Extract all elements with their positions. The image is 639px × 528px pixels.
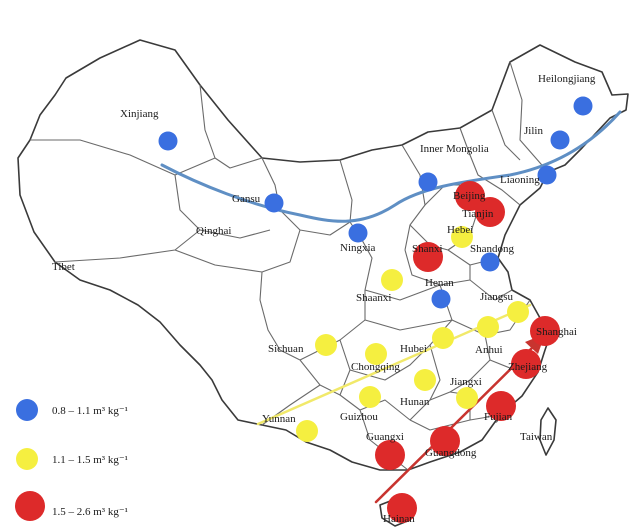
label-zhejiang: Zhejiang [508, 361, 548, 373]
marker-shanxi [413, 242, 443, 272]
label-guangdong: Guangdong [425, 447, 477, 459]
label-henan: Henan [425, 277, 454, 289]
label-hebei: Hebei [447, 224, 473, 236]
label-tibet: Tibet [52, 261, 75, 273]
marker-sichuan [315, 334, 337, 356]
marker-liaoning [537, 165, 557, 185]
label-heilongjiang: Heilongjiang [538, 73, 596, 85]
label-xinjiang: Xinjiang [120, 108, 159, 120]
legend-marker-mid [16, 448, 38, 470]
marker-jilin [550, 130, 570, 150]
marker-chongqing [365, 343, 387, 365]
marker-jiangsu [507, 301, 529, 323]
province-markers [158, 96, 593, 523]
marker-heilongjiang [573, 96, 593, 116]
legend-label-mid: 1.1 – 1.5 m³ kg⁻¹ [52, 454, 128, 466]
label-jiangxi: Jiangxi [450, 376, 482, 388]
marker-fujian [486, 391, 516, 421]
trend-line-red [374, 343, 537, 504]
label-jiangsu: Jiangsu [480, 291, 514, 303]
province-borders [30, 61, 549, 471]
trend-line-blue [160, 110, 622, 223]
marker-henan [431, 289, 451, 309]
label-taiwan: Taiwan [520, 431, 553, 443]
legend: 0.8 – 1.1 m³ kg⁻¹ 1.1 – 1.5 m³ kg⁻¹ 1.5 … [15, 399, 128, 521]
marker-guizhou [359, 386, 381, 408]
label-anhui: Anhui [475, 344, 503, 356]
taiwan-outline [539, 407, 557, 456]
marker-tianjin [475, 197, 505, 227]
label-hubei: Hubei [400, 343, 427, 355]
marker-beijing [455, 181, 485, 211]
marker-hubei [432, 327, 454, 349]
label-jilin: Jilin [524, 125, 543, 137]
marker-guangdong [430, 426, 460, 456]
label-guizhou: Guizhou [340, 411, 378, 423]
label-yunnan: Yunnan [262, 413, 296, 425]
legend-marker-high [15, 491, 45, 521]
marker-shandong [480, 252, 500, 272]
label-guangxi: Guangxi [366, 431, 404, 443]
marker-ningxia [348, 223, 368, 243]
label-gansu: Gansu [232, 193, 261, 205]
label-chongqing: Chongqing [351, 361, 400, 373]
label-ningxia: Ningxia [340, 242, 376, 254]
legend-label-high: 1.5 – 2.6 m³ kg⁻¹ [52, 506, 128, 518]
label-beijing: Beijing [453, 190, 486, 202]
label-liaoning: Liaoning [500, 174, 540, 186]
label-shandong: Shandong [470, 243, 515, 255]
marker-anhui [477, 316, 499, 338]
marker-guangxi [375, 440, 405, 470]
marker-jiangxi [456, 387, 478, 409]
marker-gansu [264, 193, 284, 213]
legend-label-low: 0.8 – 1.1 m³ kg⁻¹ [52, 405, 128, 417]
label-shaanxi: Shaanxi [356, 292, 391, 304]
label-shanghai: Shanghai [536, 326, 577, 338]
marker-hebei [451, 226, 473, 248]
marker-zhejiang [511, 349, 541, 379]
label-tianjin: Tianjin [462, 208, 494, 220]
marker-inner-mongolia [418, 172, 438, 192]
legend-marker-low [16, 399, 38, 421]
marker-xinjiang [158, 131, 178, 151]
marker-hainan [387, 493, 417, 523]
marker-hunan [414, 369, 436, 391]
marker-yunnan [296, 420, 318, 442]
label-sichuan: Sichuan [268, 343, 304, 355]
label-fujian: Fujian [484, 411, 513, 423]
label-qinghai: Qinghai [196, 225, 231, 237]
marker-shanghai [530, 316, 560, 346]
label-hainan: Hainan [383, 513, 415, 525]
label-shanxi: Shanxi [412, 243, 443, 255]
label-inner-mongolia: Inner Mongolia [420, 143, 489, 155]
label-hunan: Hunan [400, 396, 430, 408]
marker-shaanxi [381, 269, 403, 291]
